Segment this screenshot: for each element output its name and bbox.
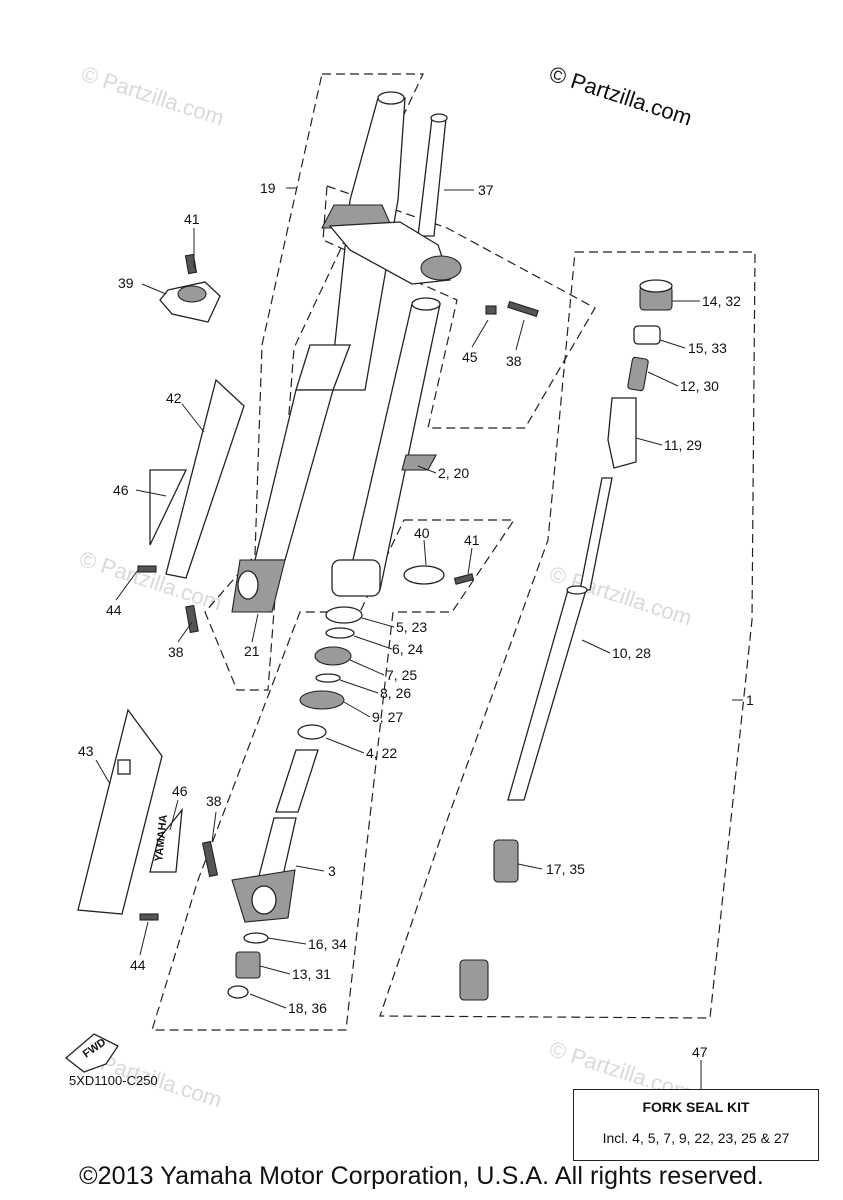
callout-5-23: 5, 23 [396, 619, 427, 635]
callout-43: 43 [78, 743, 94, 759]
lower-clamp [403, 565, 475, 585]
callout-12-30: 12, 30 [680, 378, 719, 394]
callout-16-34: 16, 34 [308, 936, 347, 952]
fork-bottom [231, 749, 319, 923]
fwd-arrow: FWD [64, 1033, 119, 1073]
callout-40: 40 [414, 525, 430, 541]
callout-17-35: 17, 35 [546, 861, 585, 877]
callout-45: 45 [462, 349, 478, 365]
inner-tube [331, 297, 441, 597]
callout-14-32: 14, 32 [702, 293, 741, 309]
fork-springs [459, 839, 519, 1001]
callout-38: 38 [506, 353, 522, 369]
callout-18-36: 18, 36 [288, 1000, 327, 1016]
callout-47: 47 [692, 1044, 708, 1060]
seal-stack [297, 606, 363, 740]
fork-seal-kit-includes: Incl. 4, 5, 7, 9, 22, 23, 25 & 27 [602, 1130, 790, 1146]
callout-8-26: 8, 26 [380, 685, 411, 701]
callout-3: 3 [328, 863, 336, 879]
damper-rod [507, 477, 613, 801]
fork-seal-kit-box: FORK SEAL KIT Incl. 4, 5, 7, 9, 22, 23, … [573, 1089, 819, 1161]
bolts [137, 300, 539, 921]
copyright-notice: ©2013 Yamaha Motor Corporation, U.S.A. A… [79, 1162, 764, 1190]
callout-2-20: 2, 20 [438, 465, 469, 481]
callout-37: 37 [478, 182, 494, 198]
callout-41: 41 [464, 532, 480, 548]
inner-rod-group-outline [379, 251, 756, 1019]
steering-stem [328, 113, 462, 285]
watermark: © Partzilla.com [78, 61, 227, 131]
decal-text: YAMAHA [153, 814, 170, 862]
callout-6-24: 6, 24 [392, 641, 423, 657]
callout-13-31: 13, 31 [292, 966, 331, 982]
callout-19: 19 [260, 180, 276, 196]
watermark: © Partzilla.com [76, 546, 225, 616]
callout-1: 1 [746, 692, 754, 708]
fork-seal-kit-title: FORK SEAL KIT [642, 1099, 750, 1115]
callout-41: 41 [184, 211, 200, 227]
cap-bolt-parts [607, 279, 673, 469]
callout-39: 39 [118, 275, 134, 291]
partzilla-watermark: © Partzilla.com [546, 61, 695, 131]
callout-42: 42 [166, 390, 182, 406]
callout-7-25: 7, 25 [386, 667, 417, 683]
fork-guard-lower [77, 708, 183, 915]
cable-clamp [159, 253, 221, 323]
callout-21: 21 [244, 643, 260, 659]
callout-15-33: 15, 33 [688, 340, 727, 356]
callout-9-27: 9, 27 [372, 709, 403, 725]
callout-44: 44 [130, 957, 146, 973]
fork-guard-upper [149, 378, 245, 579]
leader-lines [95, 187, 743, 1089]
callout-38: 38 [206, 793, 222, 809]
callout-46: 46 [172, 783, 188, 799]
callout-4-22: 4, 22 [366, 745, 397, 761]
callout-10-28: 10, 28 [612, 645, 651, 661]
callout-labels: 19 37 41 39 14, 32 15, 33 12, 30 45 38 4… [78, 180, 754, 1060]
diagram-code: 5XD1100-C250 [69, 1073, 158, 1088]
callout-46: 46 [113, 482, 129, 498]
callout-44: 44 [106, 602, 122, 618]
bottom-bolt-parts [227, 932, 269, 999]
callout-11-29: 11, 29 [664, 437, 702, 453]
callout-38: 38 [168, 644, 184, 660]
